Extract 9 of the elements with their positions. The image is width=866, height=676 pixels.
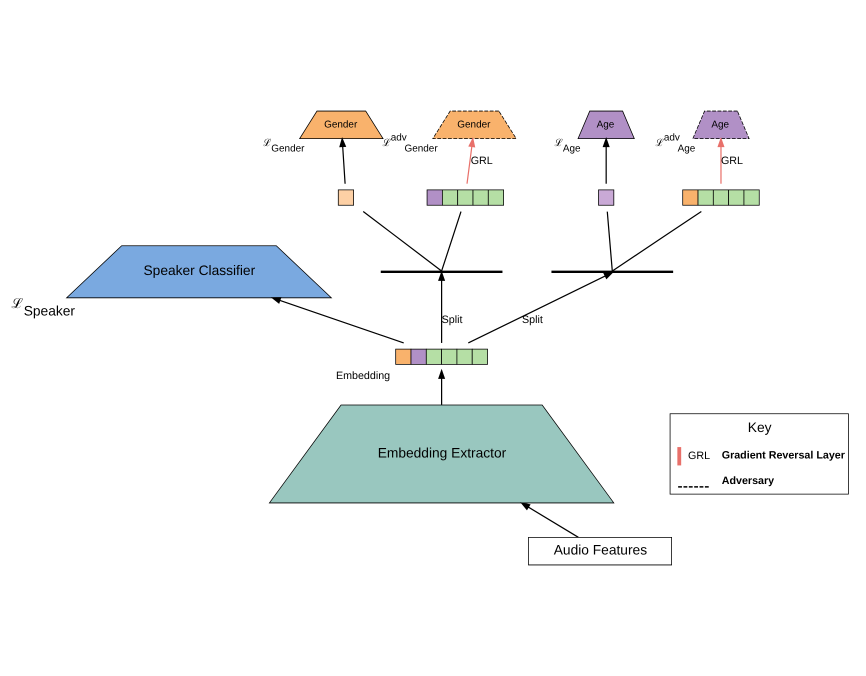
- node-label: Embedding: [336, 370, 390, 382]
- label: GRL: [688, 450, 710, 462]
- edge-label: Split: [522, 314, 543, 326]
- edge-label: Split: [442, 314, 462, 326]
- edge-label: GRL: [720, 155, 743, 168]
- legend-label: Adversary: [722, 474, 774, 487]
- legend-label: Gradient Reversal Layer: [722, 449, 845, 462]
- label: Key: [748, 420, 772, 436]
- edge-label: GRL: [470, 155, 493, 168]
